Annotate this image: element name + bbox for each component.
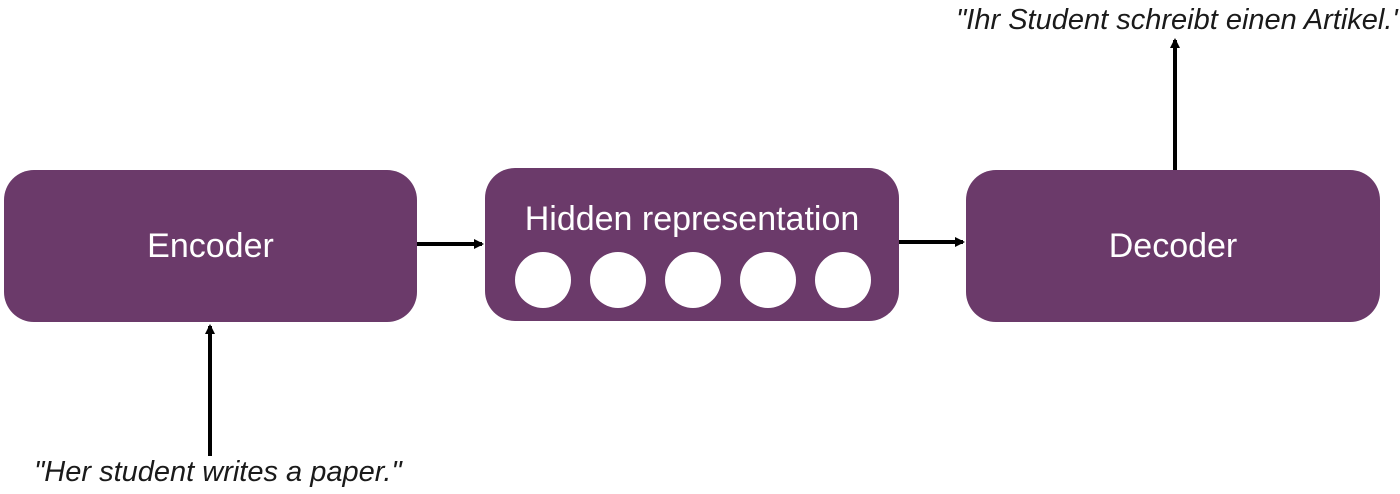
input-sentence: "Her student writes a paper." bbox=[34, 456, 402, 488]
encoder-box: Encoder bbox=[4, 170, 417, 322]
decoder-box: Decoder bbox=[966, 170, 1380, 322]
hidden-unit-circle bbox=[740, 252, 796, 308]
hidden-unit-circle bbox=[515, 252, 571, 308]
decoder-label: Decoder bbox=[1108, 226, 1238, 265]
hidden-unit-circle bbox=[665, 252, 721, 308]
hidden-unit-circle bbox=[590, 252, 646, 308]
hidden-unit-circle bbox=[815, 252, 871, 308]
hidden-representation-label: Hidden representation bbox=[524, 200, 860, 238]
hidden-units bbox=[515, 252, 871, 308]
hidden-representation-box: Hidden representation bbox=[485, 168, 899, 321]
encoder-label: Encoder bbox=[147, 226, 274, 265]
output-sentence: "Ihr Student schreibt einen Artikel." bbox=[956, 4, 1400, 36]
